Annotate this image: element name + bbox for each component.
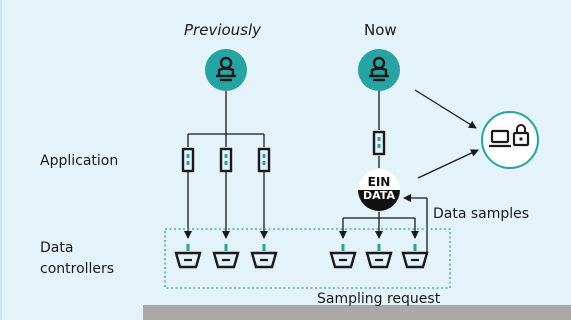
hub-label-top: EIN	[368, 175, 391, 189]
now-user-icon	[358, 49, 400, 91]
previously-header: Previously	[184, 21, 262, 39]
previously-user-icon	[205, 49, 247, 91]
previously-controller-icon	[174, 242, 202, 269]
data-samples-arrow	[403, 194, 428, 252]
data-samples-label: Data samples	[433, 206, 530, 222]
previously-controller-arrows	[184, 172, 268, 239]
previously-user-links	[187, 91, 265, 147]
now-header: Now	[364, 21, 397, 39]
previously-controller-icon	[250, 242, 278, 269]
now-controller-icon	[329, 242, 357, 269]
hub-label-bottom: DATA	[363, 189, 395, 202]
sampling-request-label: Sampling request	[317, 291, 441, 307]
bottom-bar	[143, 305, 571, 320]
data-controllers-label-line2: controllers	[40, 261, 115, 277]
previously-controller-icon	[212, 242, 240, 269]
data-controllers-frame	[164, 228, 451, 289]
previously-device-icon	[219, 147, 233, 173]
ein-data-hub: EIN DATA	[358, 169, 400, 211]
application-label: Application	[40, 153, 119, 169]
previously-device-icon	[181, 147, 195, 173]
laptop-lock-icon	[481, 111, 539, 169]
workstation-arrows	[414, 89, 479, 179]
now-controller-arrows	[339, 212, 419, 239]
data-controllers-label-line1: Data	[40, 240, 74, 256]
previously-device-icon	[257, 147, 271, 173]
now-controller-icon	[365, 242, 393, 269]
now-device-icon	[372, 130, 386, 156]
now-controller-icon	[401, 242, 429, 269]
